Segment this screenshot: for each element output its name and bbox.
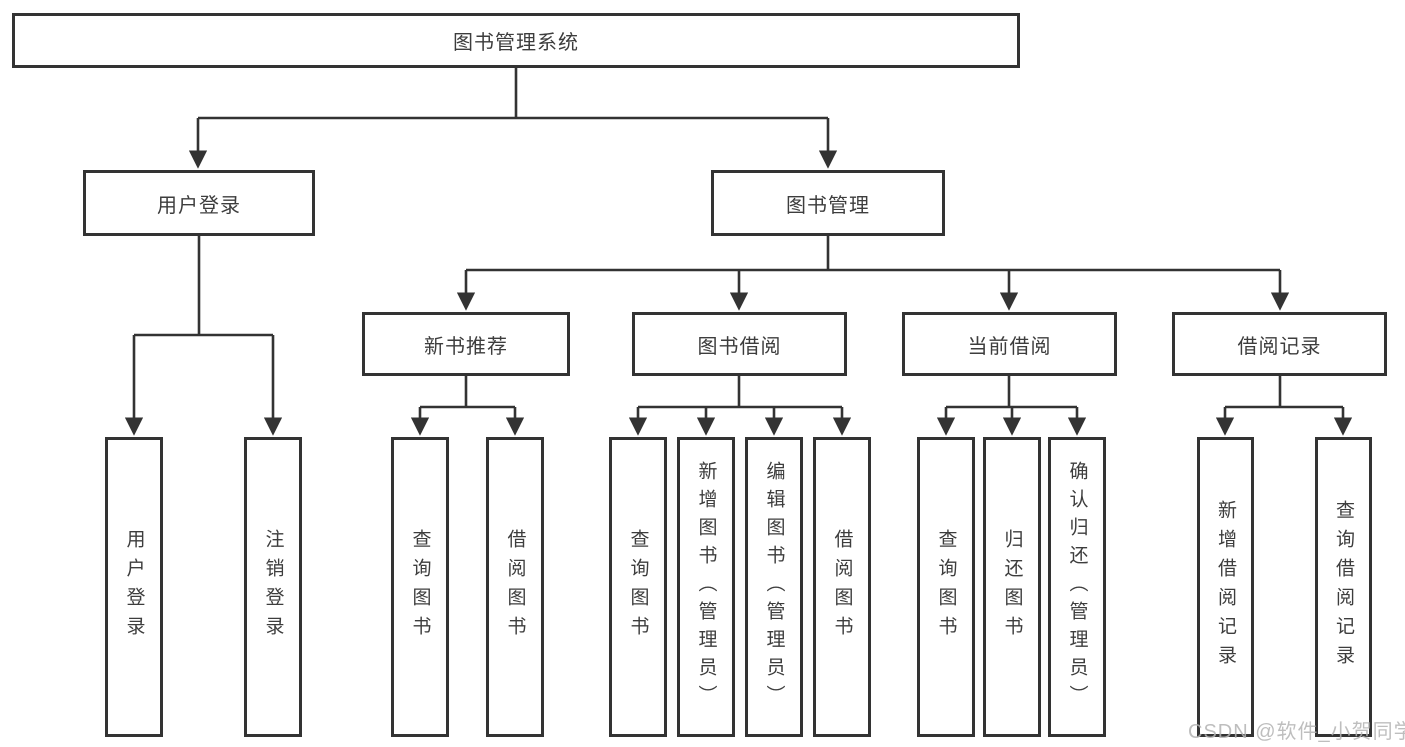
leaf-add-borrow-record-label: 新增借阅记录 xyxy=(1215,500,1236,674)
leaf-query-book-2-label: 查询图书 xyxy=(627,529,649,645)
leaf-confirm-return-admin-label: 确认归还（管理员） xyxy=(1066,461,1088,713)
leaf-query-book-1: 查询图书 xyxy=(391,437,449,737)
node-current-borrow-label: 当前借阅 xyxy=(967,335,1052,358)
leaf-user-login: 用户登录 xyxy=(105,437,163,737)
leaf-query-book-1-label: 查询图书 xyxy=(409,529,431,645)
leaf-edit-book-admin-label: 编辑图书（管理员） xyxy=(763,461,785,713)
node-root: 图书管理系统 xyxy=(12,13,1020,68)
node-book-borrow-label: 图书借阅 xyxy=(697,335,782,358)
leaf-query-book-3: 查询图书 xyxy=(917,437,975,737)
csdn-watermark: CSDN @软件_小贺同学 xyxy=(1188,721,1405,743)
node-borrow-records: 借阅记录 xyxy=(1172,312,1387,376)
leaf-return-book: 归还图书 xyxy=(983,437,1041,737)
node-book-borrow: 图书借阅 xyxy=(632,312,847,376)
leaf-logout-label: 注销登录 xyxy=(262,529,284,645)
node-new-book-recommend-label: 新书推荐 xyxy=(424,335,508,358)
leaf-confirm-return-admin: 确认归还（管理员） xyxy=(1048,437,1106,737)
node-current-borrow: 当前借阅 xyxy=(902,312,1117,376)
leaf-query-borrow-record: 查询借阅记录 xyxy=(1315,437,1372,737)
node-user-login-label: 用户登录 xyxy=(157,194,241,217)
node-root-label: 图书管理系统 xyxy=(453,32,579,54)
leaf-edit-book-admin: 编辑图书（管理员） xyxy=(745,437,803,737)
leaf-borrow-book-1-label: 借阅图书 xyxy=(504,529,526,645)
leaf-query-book-2: 查询图书 xyxy=(609,437,667,737)
node-new-book-recommend: 新书推荐 xyxy=(362,312,570,376)
leaf-query-book-3-label: 查询图书 xyxy=(935,529,957,645)
leaf-return-book-label: 归还图书 xyxy=(1001,529,1023,645)
leaf-add-book-admin-label: 新增图书（管理员） xyxy=(695,461,717,713)
node-user-login: 用户登录 xyxy=(83,170,315,236)
leaf-add-book-admin: 新增图书（管理员） xyxy=(677,437,735,737)
node-borrow-records-label: 借阅记录 xyxy=(1237,335,1322,358)
leaf-add-borrow-record: 新增借阅记录 xyxy=(1197,437,1254,737)
node-book-management-label: 图书管理 xyxy=(786,194,870,217)
leaf-logout: 注销登录 xyxy=(244,437,302,737)
node-book-management: 图书管理 xyxy=(711,170,945,236)
leaf-borrow-book-1: 借阅图书 xyxy=(486,437,544,737)
leaf-query-borrow-record-label: 查询借阅记录 xyxy=(1333,500,1354,674)
leaf-borrow-book-2: 借阅图书 xyxy=(813,437,871,737)
leaf-borrow-book-2-label: 借阅图书 xyxy=(831,529,853,645)
leaf-user-login-label: 用户登录 xyxy=(123,529,145,645)
